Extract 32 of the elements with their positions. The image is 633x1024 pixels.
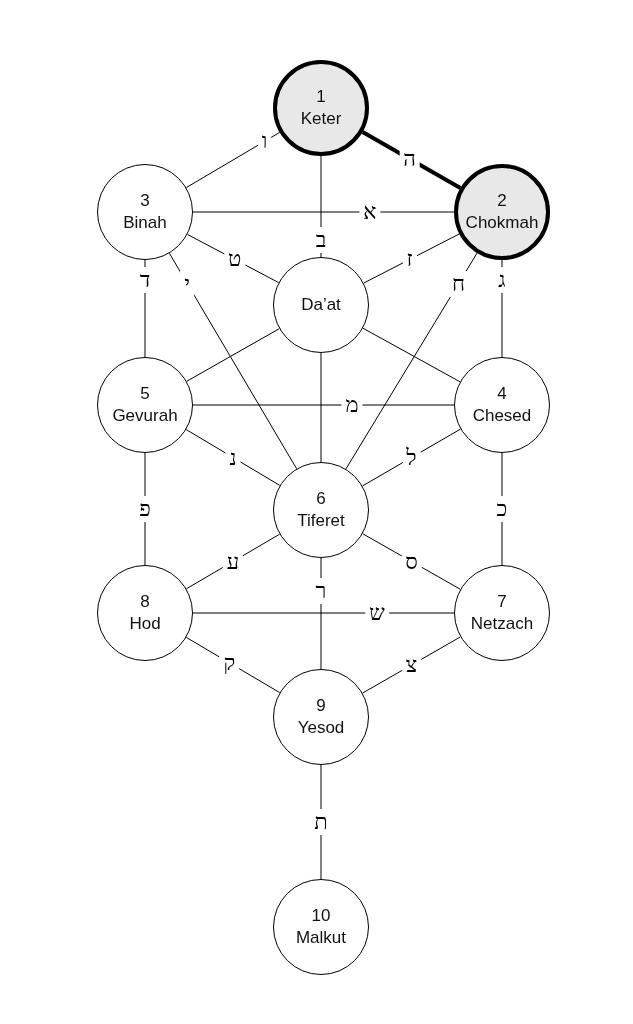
connector-line [186,328,280,382]
connector-line [320,352,322,463]
sefirah-number: 3 [140,191,150,211]
sefirah-name: Malkut [295,928,347,948]
sefirah-number: 5 [140,384,150,404]
sefirah-number: 10 [311,906,331,926]
edge-label: ח [448,270,470,297]
sefirah-circle [273,462,369,558]
sefirah-name: Hod [129,614,161,634]
sefirah-number: 9 [316,696,326,716]
sefirah-name: Netzach [470,614,534,634]
sefirah-number: 8 [140,592,150,612]
connector-line [192,612,455,614]
connector-line [168,252,298,470]
sefirah-name: Gevurah [112,406,178,426]
sefirah-number: 6 [316,489,326,509]
connector-line [192,211,455,213]
sefirah-number: 4 [497,384,507,404]
sefirah-name: Keter [300,109,342,129]
sefirah-name: Chesed [472,406,532,426]
connector-line [192,404,455,406]
sefirah-name: Tiferet [297,511,345,531]
sefirah-number: 2 [497,191,507,211]
sefirah-name: Binah [123,213,167,233]
edge-label: י [180,270,195,297]
sefirah-number: 7 [497,592,507,612]
connector-line [362,327,461,383]
sefirah-name: Yesod [297,718,345,738]
sefirah-number: 1 [316,87,326,107]
sefirah-name: Da’at [301,295,341,315]
sefirah-name: Chokmah [465,213,539,233]
connector-line [345,252,478,470]
